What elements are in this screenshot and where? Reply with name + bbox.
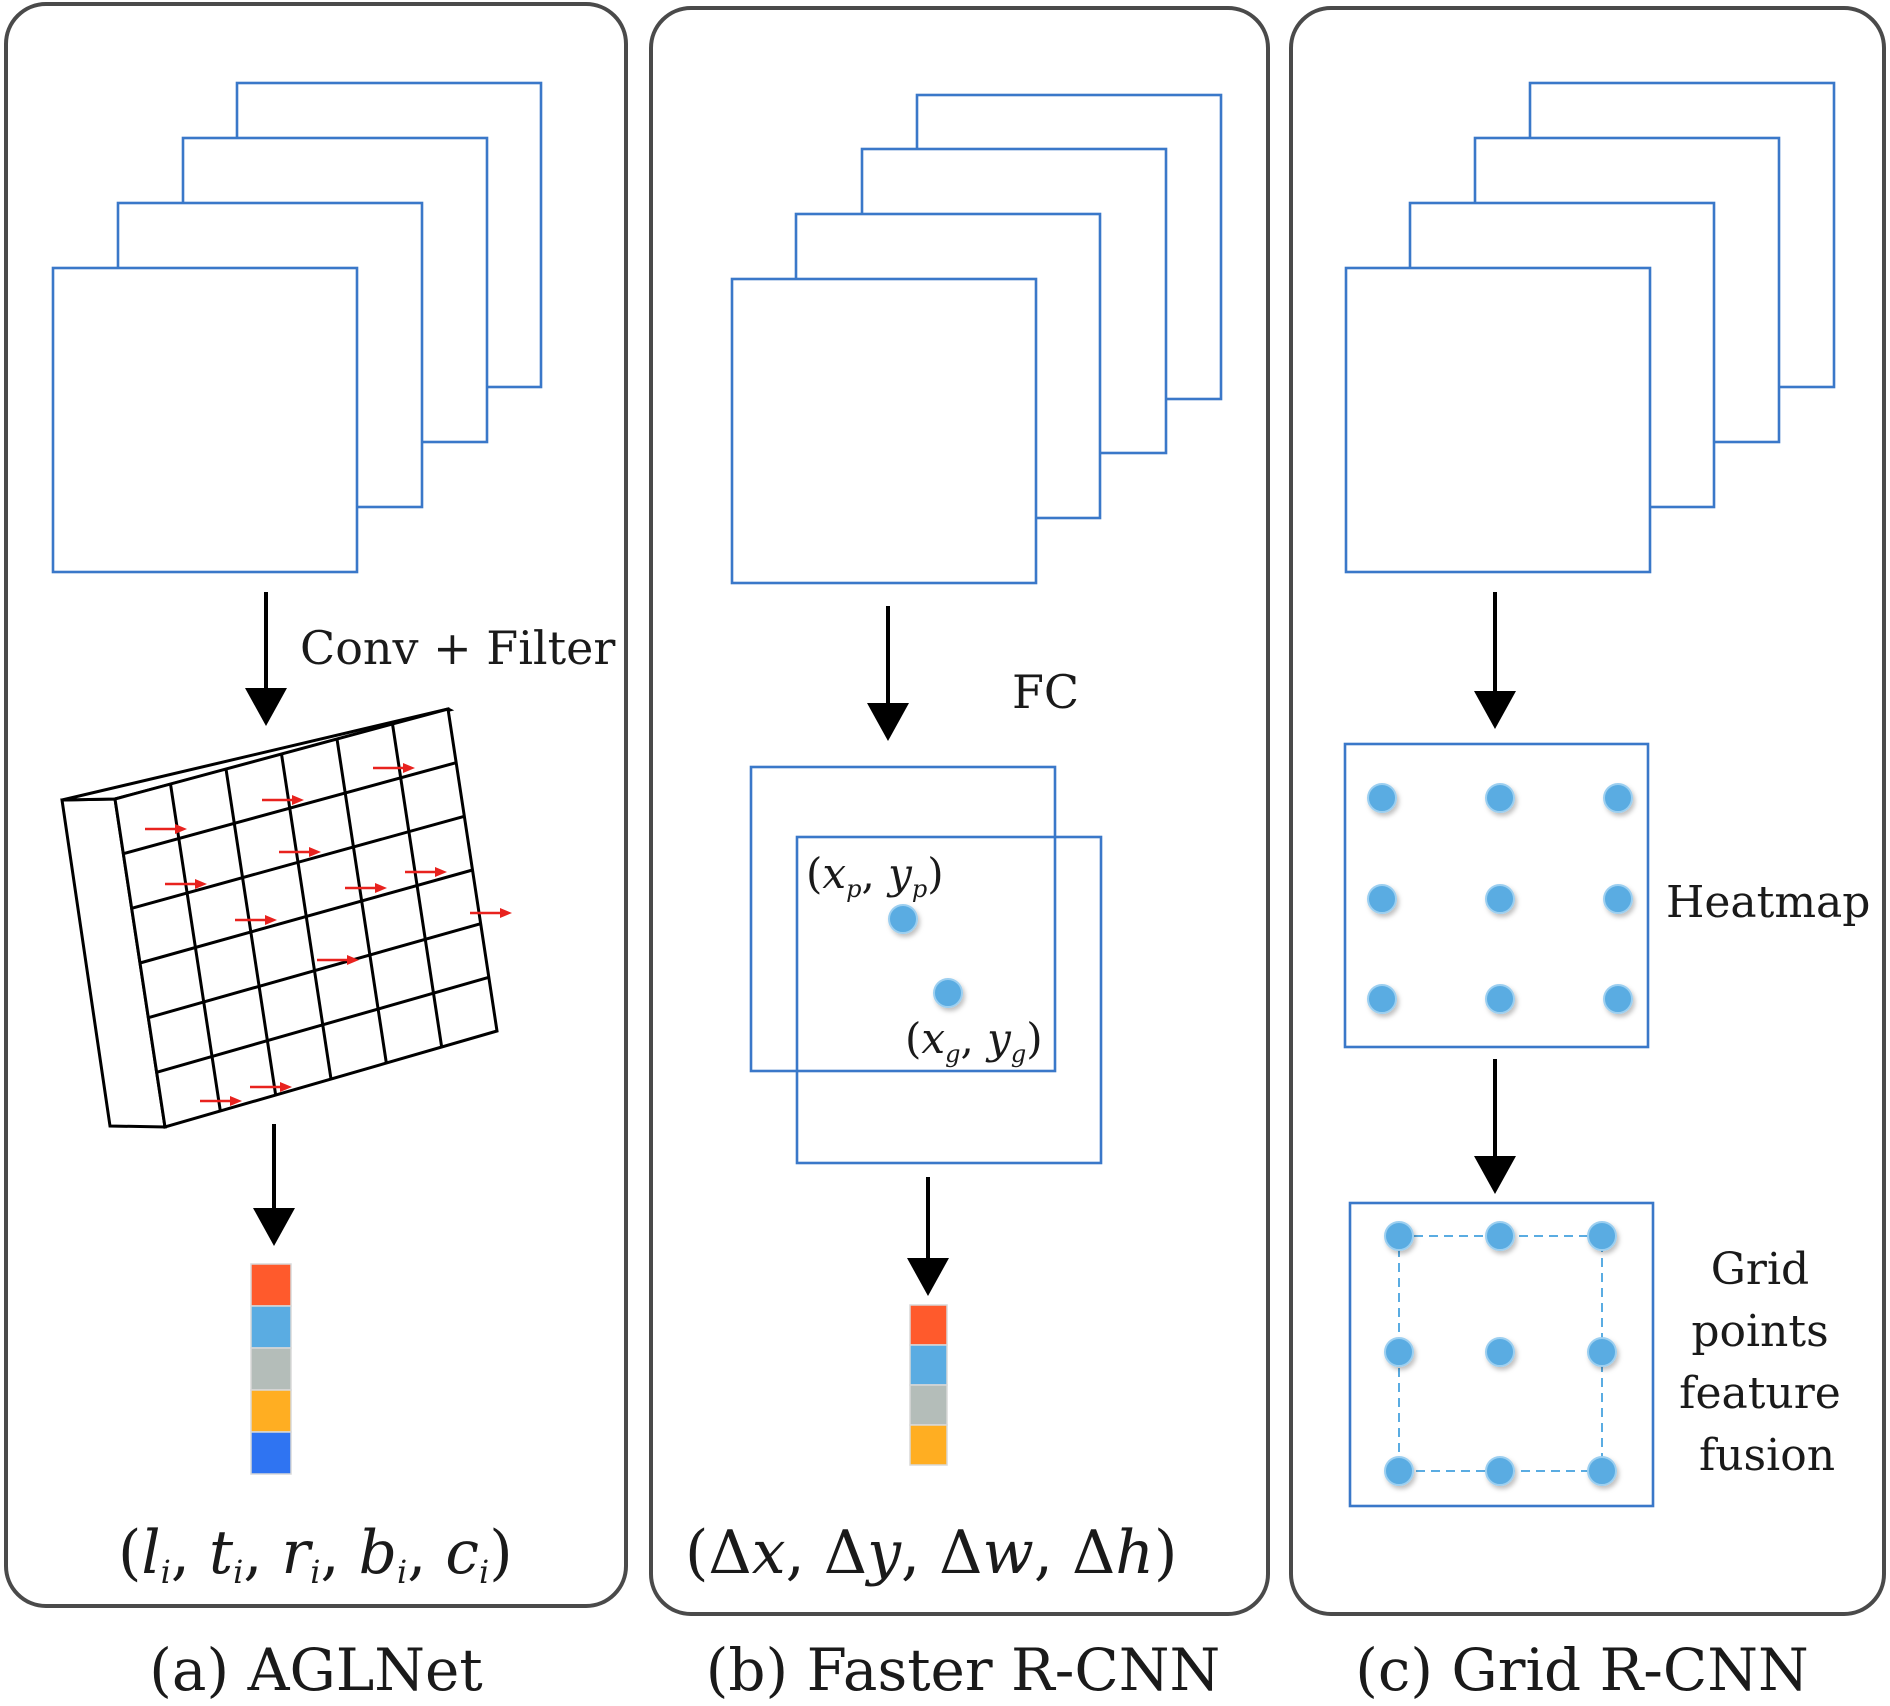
heatmap-points bbox=[1367, 783, 1633, 1014]
grid-point bbox=[1384, 1456, 1414, 1486]
heatmap-point bbox=[1485, 984, 1515, 1014]
heatmap-point bbox=[1603, 783, 1633, 813]
grid-point bbox=[1485, 1456, 1515, 1486]
grid-point bbox=[1587, 1221, 1617, 1251]
output-vector-aglnet bbox=[250, 1263, 292, 1475]
heatmap-box bbox=[1343, 742, 1650, 1049]
feature-map-stack bbox=[51, 81, 543, 574]
offset-arrow-head bbox=[375, 883, 387, 893]
down-arrow bbox=[867, 606, 909, 741]
caption-faster-rcnn: (b) Faster R-CNN bbox=[706, 1636, 1220, 1704]
heatmap-point bbox=[1367, 884, 1397, 914]
feature-map-stack bbox=[730, 93, 1223, 585]
ground-truth-point bbox=[933, 978, 963, 1008]
panel-aglnet: Conv + Filter (li, ti, ri, bi, ci) (a) A… bbox=[4, 2, 628, 1704]
vector-cell bbox=[250, 1263, 292, 1307]
caption-aglnet: (a) AGLNet bbox=[149, 1636, 482, 1704]
offset-arrow-head bbox=[292, 795, 304, 805]
panel-faster-rcnn: FC (xp, yp) (xg, yg) (Δx, Δy, Δw, Δh) (b… bbox=[649, 6, 1270, 1704]
output-label-faster-rcnn: (Δx, Δy, Δw, Δh) bbox=[685, 1518, 1177, 1588]
heatmap-point bbox=[1367, 984, 1397, 1014]
conv-filter-label: Conv + Filter bbox=[300, 621, 615, 675]
grid-lines bbox=[122, 723, 490, 1112]
fc-label: FC bbox=[1012, 665, 1079, 719]
output-vector-faster-rcnn bbox=[909, 1304, 948, 1466]
heatmap-point bbox=[1603, 984, 1633, 1014]
vector-cell bbox=[909, 1384, 948, 1426]
feature-map-stack bbox=[1344, 81, 1836, 574]
panel-faster-rcnn-frame bbox=[649, 6, 1270, 1616]
point-gt-label: (xg, yg) bbox=[905, 1014, 1043, 1068]
grid-point bbox=[1384, 1337, 1414, 1367]
grid-fusion-box bbox=[1348, 1201, 1655, 1508]
grid-row-line bbox=[156, 975, 490, 1074]
down-arrow bbox=[245, 592, 287, 726]
vector-cell bbox=[250, 1431, 292, 1475]
offset-arrow-head bbox=[309, 847, 321, 857]
grid-point bbox=[1384, 1221, 1414, 1251]
down-arrow bbox=[907, 1177, 949, 1296]
offset-arrow-head bbox=[347, 955, 359, 965]
fusion-label-line: feature bbox=[1679, 1368, 1841, 1419]
ground-truth-box bbox=[795, 835, 1103, 1165]
grid-row-line bbox=[147, 922, 482, 1020]
heatmap-point bbox=[1603, 884, 1633, 914]
panel-grid-rcnn-frame bbox=[1289, 6, 1886, 1616]
offset-arrow-head bbox=[230, 1096, 242, 1106]
grid-point bbox=[1485, 1221, 1515, 1251]
offset-arrow-head bbox=[280, 1082, 292, 1092]
grid-row-line bbox=[139, 868, 473, 965]
offset-arrow-head bbox=[175, 824, 187, 834]
grid-row-line bbox=[131, 814, 465, 910]
panel-aglnet-frame bbox=[4, 2, 628, 1608]
grid-point bbox=[1587, 1337, 1617, 1367]
fusion-label-line: points bbox=[1691, 1306, 1828, 1357]
grid-row-line bbox=[122, 761, 457, 856]
offset-arrow-head bbox=[403, 763, 415, 773]
heatmap-point bbox=[1485, 783, 1515, 813]
offset-arrow-head bbox=[500, 908, 512, 918]
point-pred-label: (xp, yp) bbox=[806, 849, 944, 903]
output-label-aglnet: (li, ti, ri, bi, ci) bbox=[118, 1518, 513, 1591]
down-arrow bbox=[253, 1124, 295, 1246]
vector-cell bbox=[250, 1389, 292, 1433]
panel-grid-rcnn: Heatmap Grid points feature fusion (c) G… bbox=[1289, 6, 1886, 1704]
heatmap-label: Heatmap bbox=[1666, 877, 1870, 928]
vector-cell bbox=[250, 1347, 292, 1391]
heatmap-point bbox=[1367, 783, 1397, 813]
vector-cell bbox=[909, 1344, 948, 1386]
offset-arrow-head bbox=[265, 915, 277, 925]
down-arrow bbox=[1474, 592, 1516, 729]
offset-grid-block bbox=[60, 707, 512, 1129]
offset-arrows bbox=[145, 763, 512, 1106]
grid-point bbox=[1485, 1337, 1515, 1367]
grid-points bbox=[1384, 1221, 1617, 1486]
vector-cell bbox=[250, 1305, 292, 1349]
fusion-label-line: Grid bbox=[1711, 1244, 1809, 1295]
grid-point bbox=[1587, 1456, 1617, 1486]
proposal-box bbox=[749, 765, 1057, 1073]
caption-grid-rcnn: (c) Grid R-CNN bbox=[1355, 1636, 1809, 1704]
offset-arrow-head bbox=[435, 867, 447, 877]
fusion-label: Grid points feature fusion bbox=[1679, 1244, 1855, 1481]
box-comparison bbox=[749, 765, 1103, 1165]
vector-cell bbox=[909, 1424, 948, 1466]
predicted-point bbox=[888, 904, 918, 934]
down-arrow bbox=[1474, 1059, 1516, 1194]
fusion-label-line: fusion bbox=[1699, 1430, 1835, 1481]
vector-cell bbox=[909, 1304, 948, 1346]
offset-arrow-head bbox=[195, 879, 207, 889]
heatmap-point bbox=[1485, 884, 1515, 914]
